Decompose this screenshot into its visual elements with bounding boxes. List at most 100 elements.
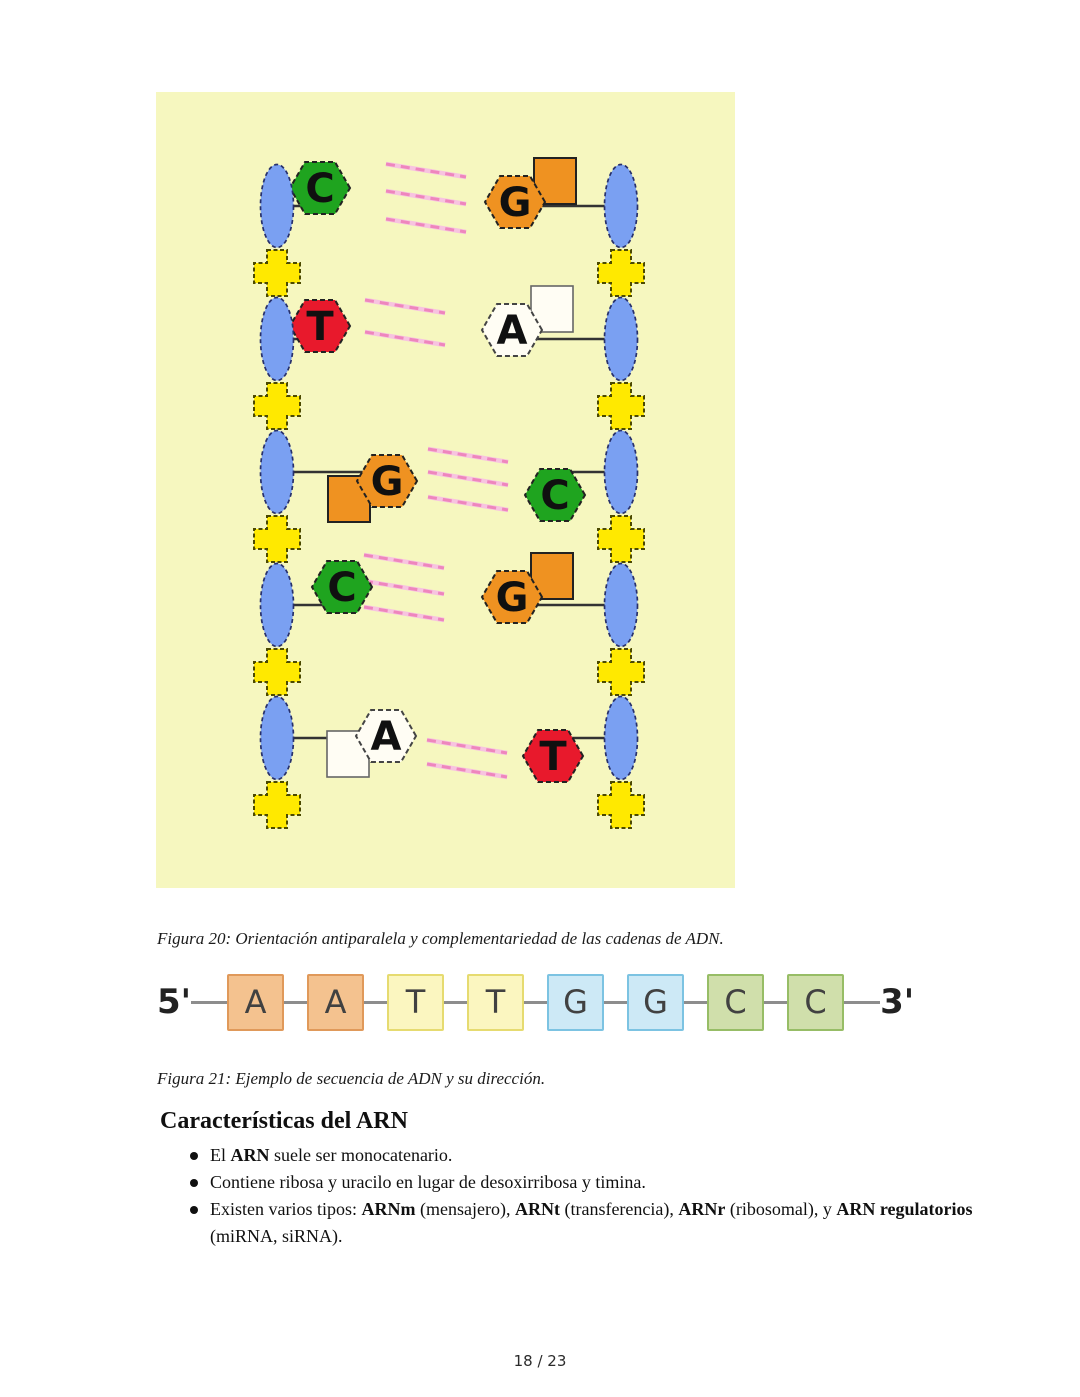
nucleotide-box-t: T <box>387 973 445 1031</box>
sugar-icon <box>259 562 295 648</box>
base-letter: G <box>499 180 532 226</box>
phosphate-icon <box>597 648 645 696</box>
sequence-connector-line <box>524 1000 548 1004</box>
base-letter: T <box>539 734 567 780</box>
base-hexagon <box>310 560 374 614</box>
hydrogen-bond-dashes-icon <box>364 330 446 347</box>
base-g-icon: G <box>327 454 419 523</box>
bullet-item: El ARN suele ser monocatenario. <box>190 1142 978 1169</box>
sugar-icon <box>603 562 639 648</box>
base-g-icon: G <box>483 157 577 229</box>
base-letter: A <box>497 308 528 354</box>
base-a-icon: A <box>480 285 574 357</box>
bullet-text: Contiene ribosa y uracilo en lugar de de… <box>210 1172 646 1192</box>
figure20-dna-ladder-panel: C G T A G C C G A T <box>156 92 735 888</box>
hydrogen-bond-dashes-icon <box>427 470 509 487</box>
nucleotide-box-g: G <box>547 973 605 1031</box>
base-letter: A <box>371 714 402 760</box>
hydrogen-bond-dashes-icon <box>427 495 509 512</box>
base-hexagon <box>521 729 585 783</box>
bullet-text-bold: ARNt <box>514 1199 560 1219</box>
base-hexagon <box>480 303 544 357</box>
sugar-icon <box>259 695 295 781</box>
hydrogen-bond-dashes-icon <box>385 189 467 206</box>
base-letter: C <box>305 166 334 212</box>
three-prime-label: 3' <box>880 982 915 1022</box>
base-letter: C <box>540 473 569 519</box>
base-g-icon: G <box>480 552 574 624</box>
sequence-connector-line <box>604 1000 628 1004</box>
phosphate-icon <box>253 781 301 829</box>
bullet-text-bold: ARN regulatorios <box>836 1199 973 1219</box>
sequence-connector-line <box>191 1000 228 1004</box>
hydrogen-bond-dashes-icon <box>363 605 445 622</box>
hydrogen-bond-dashes-icon <box>385 162 467 179</box>
nucleotide-box-t: T <box>467 973 525 1031</box>
bullet-text-bold: ARN <box>230 1145 270 1165</box>
bullet-text: suele ser monocatenario. <box>269 1145 453 1165</box>
phosphate-icon <box>597 781 645 829</box>
hydrogen-bond-dashes-icon <box>426 762 508 779</box>
phosphate-icon <box>253 515 301 563</box>
phosphate-icon <box>597 382 645 430</box>
page-number: 18 / 23 <box>513 1352 567 1370</box>
base-letter: C <box>327 565 356 611</box>
bullet-text: El <box>210 1145 231 1165</box>
hydrogen-bond-dashes-icon <box>427 447 509 464</box>
sequence-connector-line <box>684 1000 708 1004</box>
phosphate-icon <box>253 382 301 430</box>
hydrogen-bond-dashes-icon <box>364 298 446 315</box>
figure20-caption: Figura 20: Orientación antiparalela y co… <box>157 929 724 948</box>
figure21-caption: Figura 21: Ejemplo de secuencia de ADN y… <box>157 1069 546 1088</box>
dna-ladder-figure: C G T A G C C G A T <box>253 157 645 829</box>
base-hexagon <box>355 454 419 508</box>
phosphate-icon <box>597 249 645 297</box>
bullet-text-bold: ARNm <box>361 1199 416 1219</box>
section-heading: Características del ARN <box>160 1108 408 1134</box>
base-letter: T <box>306 304 334 350</box>
sequence-connector-line <box>364 1000 388 1004</box>
sequence-connector-line <box>844 1000 881 1004</box>
sugar-icon <box>603 695 639 781</box>
sequence-connector-line <box>284 1000 308 1004</box>
five-prime-label: 5' <box>157 982 192 1022</box>
base-hexagon <box>354 709 418 763</box>
sequence-connector-line <box>444 1000 468 1004</box>
base-a-icon: A <box>326 709 418 778</box>
base-t-icon: T <box>288 299 352 353</box>
hydrogen-bond-dashes-icon <box>363 553 445 570</box>
base-hexagon <box>480 570 544 624</box>
base-letter: G <box>371 459 404 505</box>
base-c-icon: C <box>523 468 587 522</box>
sugar-icon <box>603 296 639 382</box>
nucleotide-box-c: C <box>787 973 845 1031</box>
nucleotide-box-g: G <box>627 973 685 1031</box>
base-t-icon: T <box>521 729 585 783</box>
bullet-text-bold: ARNr <box>678 1199 726 1219</box>
nucleotide-box-c: C <box>707 973 765 1031</box>
sugar-icon <box>259 163 295 249</box>
hydrogen-bond-dashes-icon <box>385 217 467 234</box>
bullet-item: Existen varios tipos: ARNm (mensajero), … <box>190 1196 978 1250</box>
nucleotide-box-a: A <box>227 973 285 1031</box>
base-hexagon <box>523 468 587 522</box>
sugar-icon <box>259 429 295 515</box>
sugar-icon <box>259 296 295 382</box>
base-hexagon <box>483 175 547 229</box>
phosphate-icon <box>253 249 301 297</box>
bullet-text: (ribosomal), y <box>725 1199 837 1219</box>
bullet-item: Contiene ribosa y uracilo en lugar de de… <box>190 1169 978 1196</box>
hydrogen-bond-dashes-icon <box>426 738 508 755</box>
phosphate-icon <box>253 648 301 696</box>
base-letter: G <box>496 575 529 621</box>
base-c-icon: C <box>310 560 374 614</box>
sugar-icon <box>603 429 639 515</box>
base-c-icon: C <box>288 161 352 215</box>
sequence-connector-line <box>764 1000 788 1004</box>
sugar-icon <box>603 163 639 249</box>
bullet-text: Existen varios tipos: <box>210 1199 362 1219</box>
bullet-text: (mensajero), <box>415 1199 515 1219</box>
phosphate-icon <box>597 515 645 563</box>
